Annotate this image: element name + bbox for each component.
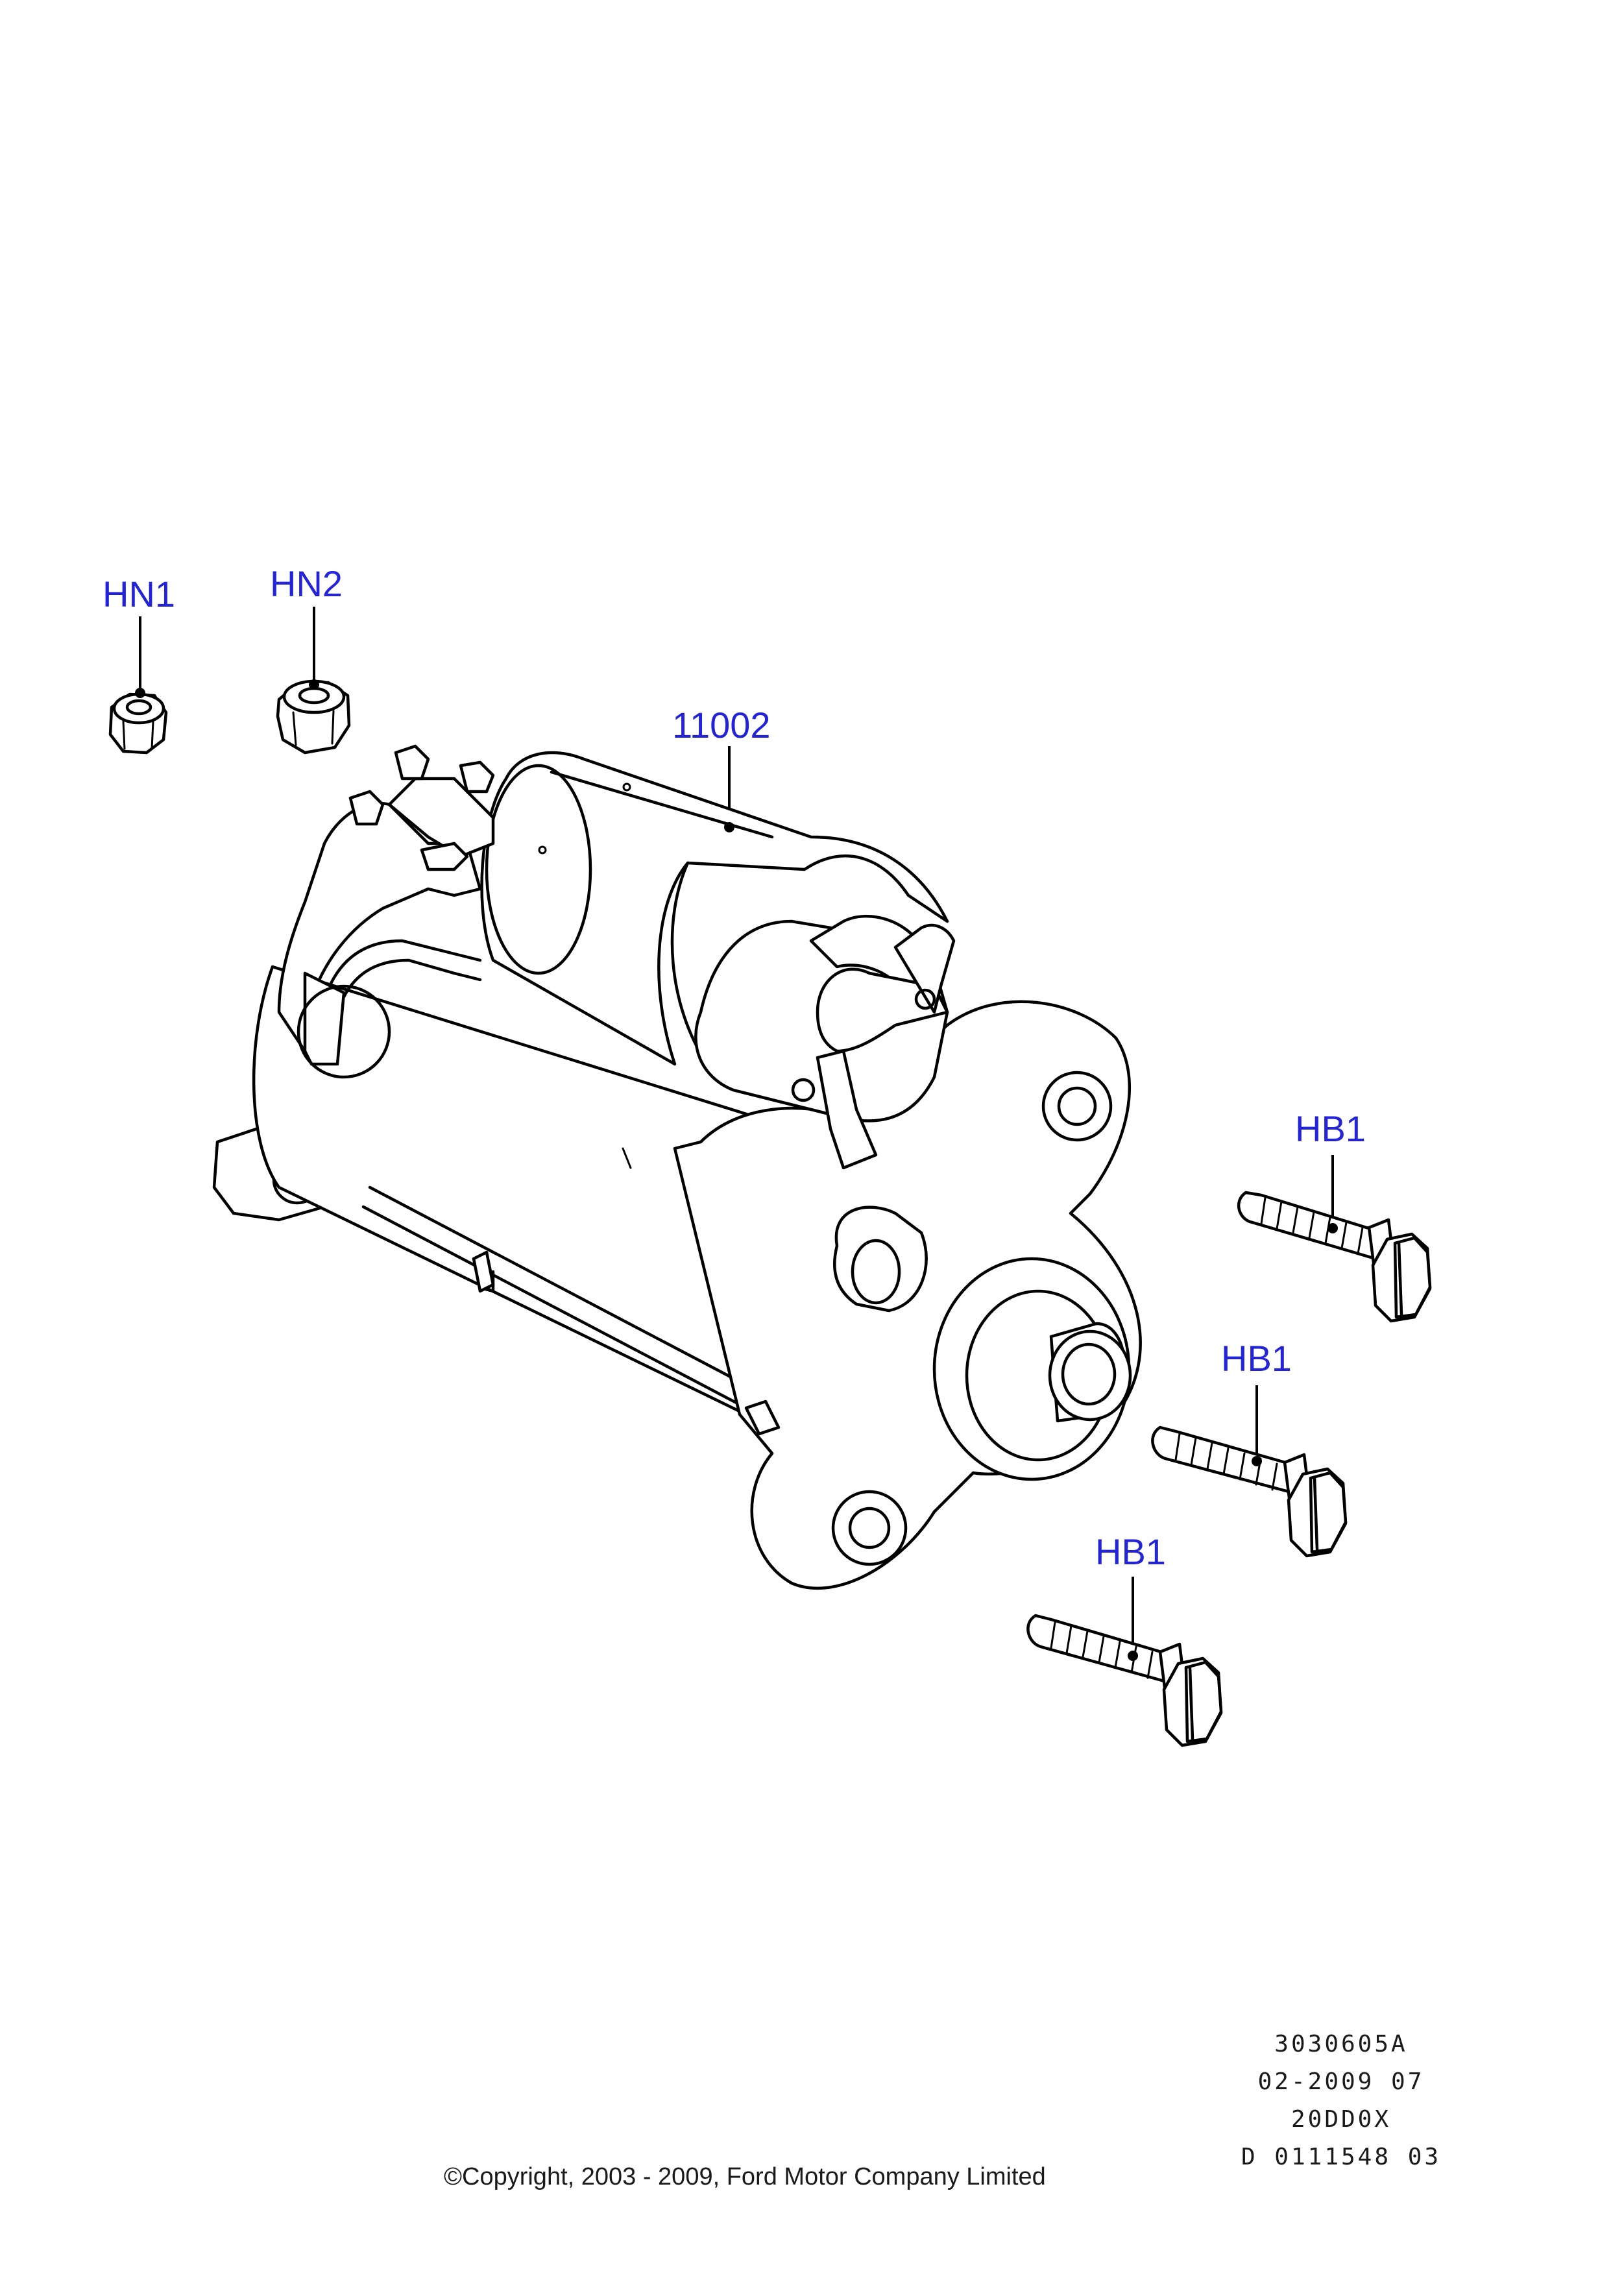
- starter-motor[interactable]: [212, 744, 1142, 1590]
- nut-hn1[interactable]: [108, 616, 168, 755]
- bolt-hb1-bottom[interactable]: [1026, 1577, 1223, 1747]
- reference-stamp: 3030605A 02-2009 07 20DD0X D 0111548 03: [1211, 2026, 1471, 2176]
- callout-11002[interactable]: 11002: [672, 705, 771, 745]
- callout-hn1[interactable]: HN1: [103, 574, 176, 614]
- stamp-line-1: 3030605A: [1274, 2031, 1408, 2057]
- bolt-hb1-top[interactable]: [1237, 1155, 1432, 1323]
- callout-hb1-bottom[interactable]: HB1: [1095, 1531, 1166, 1572]
- bolt-hb1-middle[interactable]: [1151, 1385, 1348, 1558]
- copyright-notice: ©Copyright, 2003 - 2009, Ford Motor Comp…: [444, 2163, 1046, 2190]
- callout-hn2[interactable]: HN2: [270, 563, 343, 604]
- stamp-line-2: 02-2009 07: [1257, 2068, 1425, 2095]
- callout-hb1-middle[interactable]: HB1: [1221, 1338, 1292, 1379]
- nut-hn2[interactable]: [276, 607, 351, 755]
- stamp-line-4: D 0111548 03: [1241, 2144, 1442, 2170]
- callout-hb1-top[interactable]: HB1: [1295, 1108, 1366, 1149]
- stamp-line-3: 20DD0X: [1291, 2106, 1392, 2133]
